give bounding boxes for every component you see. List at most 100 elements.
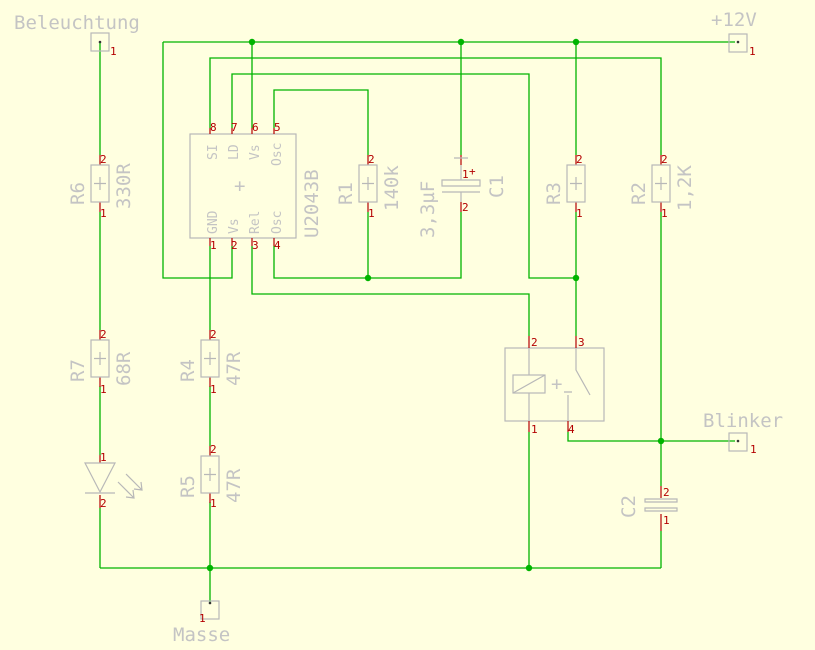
pin-number: 2 bbox=[210, 443, 217, 456]
connector-blinker[interactable]: Blinker 1 bbox=[703, 410, 783, 456]
resistor-center-mark bbox=[570, 177, 582, 190]
led-light-arrows-icon bbox=[117, 473, 143, 499]
junction-dot bbox=[525, 564, 533, 572]
ic-pin-number-7: 7 bbox=[231, 121, 238, 134]
pin-number: 1 bbox=[368, 207, 375, 220]
pin-number: 2 bbox=[368, 153, 375, 166]
resistor-r7[interactable]: 2 1 R7 68R bbox=[67, 328, 135, 396]
relay-coil-diagonal bbox=[512, 374, 546, 394]
pin-number: 1 bbox=[210, 497, 217, 510]
junctions bbox=[206, 38, 665, 572]
pin-number: 1 bbox=[110, 45, 117, 58]
ic-center-mark: + bbox=[234, 175, 245, 197]
resistor-body bbox=[90, 339, 110, 378]
resistor-body bbox=[358, 164, 378, 203]
connector-pad bbox=[728, 33, 748, 53]
component-name: R7 bbox=[67, 359, 89, 382]
resistor-r5[interactable]: 2 1 R5 47R bbox=[177, 443, 245, 510]
ic-body bbox=[189, 133, 297, 239]
pin-number: 1 bbox=[576, 207, 583, 220]
connector-beleuchtung[interactable]: Beleuchtung 1 bbox=[14, 12, 140, 58]
connector-label: Beleuchtung bbox=[14, 12, 140, 34]
ic-pin-number-5: 5 bbox=[274, 121, 281, 134]
pin-number: 3 bbox=[578, 336, 585, 349]
component-name: R6 bbox=[67, 182, 89, 205]
resistor-body bbox=[200, 455, 220, 494]
relay-switch-contact bbox=[564, 348, 591, 421]
resistor-r6[interactable]: 2 1 R6 330R bbox=[67, 153, 135, 220]
connector-plus12v[interactable]: +12V 1 bbox=[711, 9, 757, 58]
ic-pin-number-3: 3 bbox=[252, 239, 259, 252]
pin-number: 2 bbox=[663, 486, 670, 499]
resistor-r1[interactable]: 2 1 R1 140k bbox=[335, 153, 403, 220]
ic-pin-label-gnd: GND bbox=[206, 210, 221, 234]
component-name: R5 bbox=[177, 475, 199, 498]
resistor-center-mark bbox=[362, 177, 374, 190]
resistor-center-mark bbox=[655, 177, 667, 190]
pin-number: 1 bbox=[749, 45, 756, 58]
resistor-center-mark bbox=[204, 352, 216, 365]
resistor-r4[interactable]: 2 1 R4 47R bbox=[177, 328, 245, 396]
resistor-body bbox=[651, 164, 671, 203]
component-name: R2 bbox=[628, 182, 650, 205]
capacitor-body bbox=[441, 157, 481, 202]
resistor-center-mark bbox=[94, 177, 106, 190]
wire-ground-bus bbox=[100, 432, 662, 603]
pin-number: 1 bbox=[661, 207, 668, 220]
pin-number: 1 bbox=[199, 612, 206, 625]
ic-pin-label-rel: Rel bbox=[248, 211, 263, 234]
pin-number: 1 bbox=[210, 383, 217, 396]
ic-pin-label-vs2: Vs bbox=[227, 218, 242, 234]
pin-number: 2 bbox=[661, 153, 668, 166]
ic-pin-label-ld: LD bbox=[227, 144, 242, 160]
wire-ld-loop bbox=[231, 73, 576, 279]
component-name: C1 bbox=[486, 175, 508, 198]
junction-dot bbox=[572, 274, 580, 282]
junction-dot bbox=[364, 274, 372, 282]
relay[interactable]: + 2 3 1 4 bbox=[504, 336, 605, 436]
connector-pad bbox=[728, 432, 748, 452]
junction-dot bbox=[457, 38, 465, 46]
wire-plus12v-bus bbox=[162, 41, 735, 279]
relay-body bbox=[504, 347, 605, 422]
component-name: R1 bbox=[335, 182, 357, 205]
connector-pad bbox=[200, 600, 220, 620]
component-value: 3,3µF bbox=[417, 181, 439, 238]
resistor-body bbox=[90, 164, 110, 203]
ic-name: U2043B bbox=[301, 169, 323, 238]
junction-dot bbox=[572, 38, 580, 46]
component-value: 1,2K bbox=[674, 165, 696, 211]
capacitor-c1[interactable]: 1 + 2 3,3µF C1 bbox=[417, 155, 508, 238]
capacitor-body bbox=[644, 498, 678, 512]
junction-dot bbox=[206, 564, 214, 572]
connector-label: Masse bbox=[173, 624, 230, 646]
pin-number: 2 bbox=[100, 497, 107, 510]
ic-pin-number-8: 8 bbox=[210, 121, 217, 134]
ic-pin-label-si: SI bbox=[206, 144, 221, 160]
resistor-r3[interactable]: 2 1 R3 bbox=[543, 153, 586, 220]
pin-number: 4 bbox=[568, 423, 575, 436]
resistor-body bbox=[200, 339, 220, 378]
connector-pad-center bbox=[208, 601, 212, 605]
resistor-body bbox=[566, 164, 586, 203]
polarity-mark: + bbox=[469, 165, 476, 178]
resistor-center-mark bbox=[94, 352, 106, 365]
wire-blinker bbox=[567, 432, 735, 442]
wire-osc-r1 bbox=[273, 89, 369, 155]
wire-osc-pin4 bbox=[273, 212, 462, 279]
led-diode-symbol bbox=[84, 462, 116, 494]
component-value: 330R bbox=[113, 163, 135, 209]
junction-dot bbox=[248, 38, 256, 46]
connector-pad bbox=[90, 32, 110, 52]
resistor-r2[interactable]: 2 1 R2 1,2K bbox=[628, 153, 696, 220]
ic-u2043b[interactable]: 8 7 6 5 1 2 3 4 SI LD Vs Osc GND Vs Rel … bbox=[189, 121, 323, 252]
pin-number: 1 bbox=[750, 443, 757, 456]
component-value: 140k bbox=[381, 165, 403, 211]
connector-pad-center bbox=[98, 40, 102, 44]
pin-number: 2 bbox=[531, 336, 538, 349]
connector-masse[interactable]: 1 Masse bbox=[173, 600, 230, 646]
led[interactable]: 1 2 bbox=[84, 451, 143, 510]
ic-pin-label-osc2: Osc bbox=[270, 211, 285, 234]
capacitor-c2[interactable]: 2 1 C2 bbox=[618, 486, 678, 531]
